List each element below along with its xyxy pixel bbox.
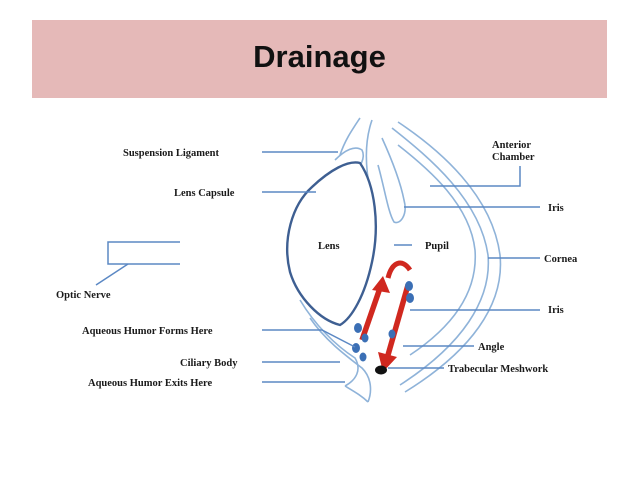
flow-arrow-down-shaft <box>385 284 411 356</box>
leader-optic-nerve <box>95 263 129 286</box>
label-pupil: Pupil <box>425 241 449 252</box>
label-angle: Angle <box>478 342 505 353</box>
title-bar: Drainage <box>32 20 607 98</box>
eye-outline <box>299 117 502 403</box>
label-iris-top: Iris <box>548 203 564 214</box>
leader-aqueous-forms <box>262 329 356 348</box>
diagram-labels: Suspension Ligament Lens Capsule Lens Pu… <box>56 140 578 389</box>
droplet <box>361 333 369 343</box>
label-ciliary-body: Ciliary Body <box>180 358 238 369</box>
ciliary-lower-curve-b <box>309 317 372 403</box>
anterior-chamber-curve <box>397 144 477 356</box>
droplet <box>354 323 362 333</box>
droplet <box>388 329 396 339</box>
droplet <box>405 281 413 291</box>
iris-top-shape <box>377 137 406 224</box>
label-aqueous-exits: Aqueous Humor Exits Here <box>88 378 212 389</box>
label-anterior-chamber-line2: Chamber <box>492 152 535 163</box>
aqueous-flow-arrows <box>359 260 413 372</box>
label-lens: Lens <box>318 241 340 252</box>
droplet <box>352 343 360 353</box>
leader-lines <box>95 151 540 383</box>
label-iris-bottom: Iris <box>548 305 564 316</box>
trabecular-meshwork-dot <box>375 365 387 375</box>
flow-arrowhead-up <box>372 276 390 293</box>
flow-arrow-curve <box>385 260 413 279</box>
aqueous-droplets <box>352 281 414 362</box>
optic-nerve-bracket <box>107 241 180 265</box>
droplet <box>359 352 367 362</box>
cornea-outer-curve <box>397 121 502 393</box>
label-trabecular-meshwork: Trabecular Meshwork <box>448 364 548 375</box>
label-aqueous-forms: Aqueous Humor Forms Here <box>82 326 213 337</box>
label-optic-nerve: Optic Nerve <box>56 290 111 301</box>
lens-shape <box>286 161 377 327</box>
slide-title: Drainage <box>253 39 386 74</box>
label-suspension-ligament: Suspension Ligament <box>123 148 219 159</box>
label-anterior-chamber-line1: Anterior <box>492 140 531 151</box>
ciliary-lower-curve-a <box>299 299 359 387</box>
ciliary-lower-curve-c <box>344 385 369 403</box>
label-lens-capsule: Lens Capsule <box>174 188 235 199</box>
droplet <box>406 293 414 303</box>
suspension-ligament-curve-a <box>339 117 361 156</box>
leader-anterior-chamber <box>430 166 521 187</box>
label-cornea: Cornea <box>544 254 578 265</box>
flow-arrow-up-shaft <box>359 287 383 341</box>
